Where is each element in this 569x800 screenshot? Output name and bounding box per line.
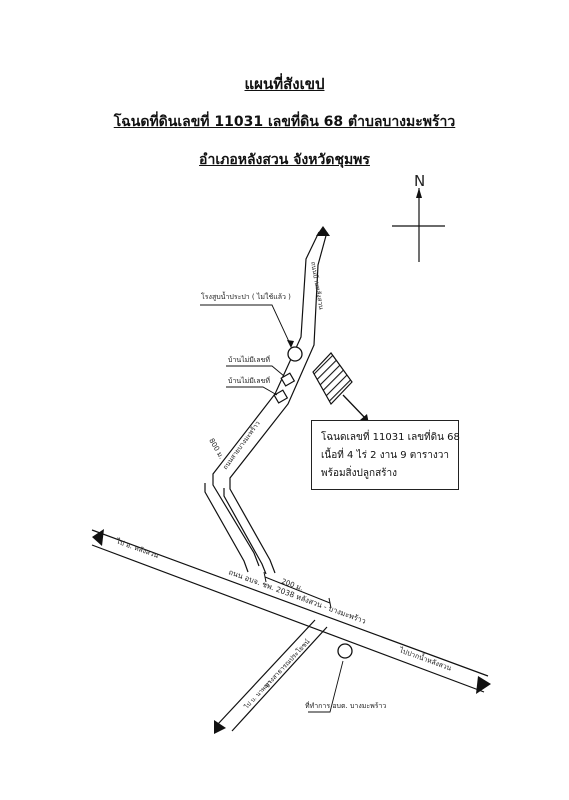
water-tower-icon (287, 346, 303, 362)
to-village-label: ไป บ. นาพญา (242, 678, 273, 711)
house1-label: บ้านไม่มีเลขที่ (228, 355, 270, 364)
parcel-building-line: พร้อมสิ่งปลูกสร้าง (321, 468, 398, 479)
arrow-to-langsuan-icon (92, 529, 104, 546)
parcel-deed-line: โฉนดเลขที่ 11031 เลขที่ดิน 68 (321, 432, 460, 443)
house2-leader (226, 386, 278, 396)
main-road-label: ถนน อบจ. ชพ. 2038 หลังสวน - บางมะพร้าว (227, 567, 367, 625)
location-subtitle: อำเภอหลังสวน จังหวัดชุมพร (199, 152, 370, 168)
arrow-north-road-icon (316, 226, 330, 236)
village-road (204, 231, 328, 575)
north-label: N (414, 172, 425, 190)
deed-subtitle: โฉนดที่ดินเลขที่ 11031 เลขที่ดิน 68 ตำบล… (113, 114, 456, 130)
parcel-pointer-line (342, 394, 368, 421)
distance-800-label: 800 ม. (207, 437, 225, 460)
water-tower-label: โรงสูบน้ำประปา ( ไม่ใช้แล้ว ) (201, 290, 291, 301)
sao-office-leader (308, 660, 344, 713)
land-parcel (312, 352, 353, 406)
dimension-200m (263, 571, 332, 609)
main-road (91, 529, 491, 694)
to-pakarn-label: ไปปากน้ำหลังสวน (397, 643, 453, 672)
branch-road (217, 619, 328, 732)
map-title: แผนที่สังเขป (244, 75, 325, 93)
arrow-to-pakarn-icon (476, 676, 491, 694)
parcel-info-box: โฉนดเลขที่ 11031 เลขที่ดิน 68 เนื้อที่ 4… (311, 420, 460, 490)
water-tower-leader-arrow-icon (287, 340, 294, 348)
arrow-to-village-icon (214, 720, 226, 734)
compass: N (392, 172, 445, 262)
house2-icon (273, 389, 289, 404)
water-tower-leader (200, 304, 292, 347)
sao-office-label: ที่ทำการ อบต. บางมะพร้าว (305, 701, 386, 710)
sao-office-icon (337, 643, 353, 659)
side-road-label: ถนนบ้านหลังสวน (309, 261, 325, 311)
parcel-area-line: เนื้อที่ 4 ไร่ 2 งาน 9 ตารางวา (321, 450, 449, 461)
house2-label: บ้านไม่มีเลขที่ (228, 376, 270, 385)
house1-icon (280, 372, 296, 387)
house1-leader (226, 365, 285, 377)
north-arrow-icon (416, 188, 422, 198)
